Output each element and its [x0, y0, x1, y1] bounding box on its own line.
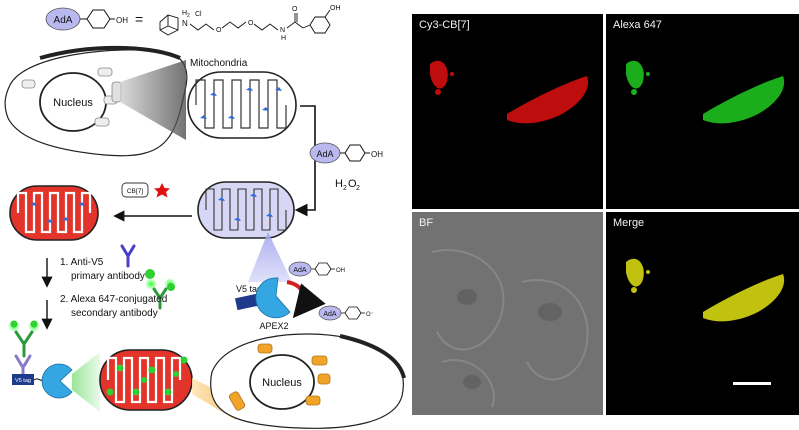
product-bottom-label: AdA: [323, 311, 337, 318]
apex2-enzyme: [255, 277, 291, 319]
phenol-oh: OH: [330, 5, 341, 12]
ada-chip-label: AdA: [54, 15, 73, 26]
nucleus-label: Nucleus: [53, 97, 93, 109]
mitochondrion-labeled: [197, 181, 295, 239]
carbonyl-o: O: [292, 6, 298, 13]
mitochondria-label: Mitochondria: [190, 58, 248, 69]
nucleus-2: [249, 354, 315, 410]
apex2-label: APEX2: [259, 321, 288, 331]
panel-title-alexa: Alexa 647: [613, 19, 662, 31]
cb7-label: CB[7]: [127, 188, 143, 195]
phenol-ring-2: [309, 16, 331, 34]
mitochondrion-plain: [187, 71, 297, 139]
v5-tag-small-box: [12, 374, 34, 385]
amide-n: N: [280, 27, 285, 34]
h2-sub: 2: [187, 13, 190, 19]
panel-alexa: Alexa 647: [606, 14, 799, 209]
mitochondrion-green: [99, 349, 193, 411]
reagent-chip-label: AdA: [316, 149, 333, 159]
adamantane-structure: [159, 14, 179, 36]
equals-sign: =: [135, 11, 143, 27]
step1-line2: primary antibody: [71, 271, 145, 282]
nucleus-label-2: Nucleus: [262, 377, 302, 389]
panel-cy3: Cy3-CB[7]: [412, 14, 603, 209]
panel-merge: Merge: [606, 212, 799, 415]
step1-line1: 1. Anti-V5: [60, 257, 104, 268]
h2o2-h: H: [335, 178, 343, 190]
product-top-oh: OH: [336, 268, 345, 274]
scale-bar: [733, 382, 771, 385]
step2-line2: secondary antibody: [71, 308, 158, 319]
primary-antibody-icon: [120, 244, 136, 268]
v5-tag-small-label: V5 tag: [15, 378, 31, 384]
amide-h: H: [281, 35, 286, 42]
cy3-star: [154, 183, 170, 198]
panel-bf: BF: [412, 212, 603, 415]
apex2-enzyme-2: [41, 363, 73, 399]
reagent-ring: [344, 144, 366, 162]
oxygen-1: O: [216, 27, 222, 34]
phenol-ring: [86, 9, 111, 29]
oxygen-2: O: [248, 20, 254, 27]
alexa-signal: [626, 60, 785, 124]
chloride-label: Cl: [195, 11, 202, 18]
conversion-arrow: [286, 280, 326, 319]
brightfield-image: [412, 212, 603, 415]
cell-top: Nucleus: [4, 45, 188, 157]
cy3-signal: [430, 60, 589, 124]
product-top-label: AdA: [293, 267, 307, 274]
mitochondrion-red: [9, 185, 99, 241]
panel-title-cy3: Cy3-CB[7]: [419, 19, 470, 31]
h2o2-o: O: [348, 178, 357, 190]
labeled-complex: V5 tag: [8, 320, 73, 399]
labeling-scheme-diagram: AdA OH = H 2 N Cl O O N H O OH: [4, 5, 406, 429]
h2-label: H: [182, 10, 187, 17]
reagent-oh: OH: [371, 150, 383, 159]
step2-line1: 2. Alexa 647-conjugated: [60, 294, 167, 305]
v5-tag-label: V5 tag: [236, 284, 262, 294]
panel-title-bf: BF: [419, 217, 434, 229]
nplus-label: N: [182, 19, 188, 28]
product-bottom-o: O⁻: [366, 312, 374, 318]
oh-label: OH: [116, 16, 128, 25]
secondary-antibody-icon: [145, 269, 176, 310]
panel-title-merge: Merge: [613, 217, 645, 229]
h2o2-sub2: 2: [356, 185, 360, 192]
v5-tag-box: [234, 293, 260, 311]
h2o2-sub1: 2: [343, 185, 347, 192]
cell-bottom: Nucleus: [210, 333, 406, 429]
cb7-box: [121, 182, 149, 198]
merge-signal: [626, 258, 785, 322]
probe-formula: AdA OH = H 2 N Cl O O N H O OH: [45, 5, 341, 42]
